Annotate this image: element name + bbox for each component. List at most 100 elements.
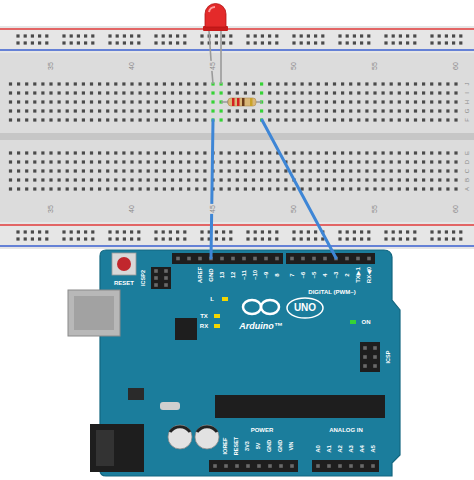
header-pins <box>154 257 377 468</box>
breadboard-hole <box>24 34 27 37</box>
breadboard-hole <box>309 151 312 154</box>
breadboard-hole <box>244 109 247 112</box>
breadboard-hole <box>58 160 61 163</box>
breadboard-hole <box>236 82 239 85</box>
breadboard-hole <box>169 34 172 37</box>
header-pin <box>231 257 235 261</box>
breadboard-hole <box>246 41 249 44</box>
breadboard-hole <box>246 34 249 37</box>
breadboard-hole <box>114 187 117 190</box>
breadboard-hole <box>222 237 225 240</box>
breadboard-hole <box>260 187 263 190</box>
breadboard-hole <box>367 230 370 233</box>
breadboard-hole <box>17 187 20 190</box>
breadboard-hole <box>307 237 310 240</box>
breadboard-hole <box>66 82 69 85</box>
power-jack-inner <box>96 430 114 466</box>
breadboard-hole <box>236 109 239 112</box>
logo-loop <box>261 300 279 314</box>
breadboard-hole <box>446 91 449 94</box>
breadboard-hole <box>309 91 312 94</box>
breadboard-hole <box>33 118 36 121</box>
breadboard-hole <box>382 169 385 172</box>
breadboard-hole <box>58 178 61 181</box>
breadboard-hole <box>45 34 48 37</box>
breadboard-hole <box>333 178 336 181</box>
breadboard-hole <box>254 237 257 240</box>
breadboard-hole <box>179 187 182 190</box>
breadboard-hole <box>176 41 179 44</box>
breadboard-hole <box>454 100 457 103</box>
breadboard-hole <box>200 237 203 240</box>
pin-label: 3V3 <box>245 440 251 452</box>
row-letter: C <box>464 168 470 174</box>
breadboard-hole <box>220 118 223 121</box>
breadboard-hole <box>147 82 150 85</box>
breadboard-hole <box>31 230 34 233</box>
breadboard-hole <box>90 151 93 154</box>
breadboard-hole <box>130 237 133 240</box>
breadboard-hole <box>62 237 65 240</box>
breadboard-hole <box>349 187 352 190</box>
breadboard-hole <box>446 82 449 85</box>
breadboard-hole <box>301 169 304 172</box>
breadboard-hole <box>398 109 401 112</box>
breadboard-hole <box>357 100 360 103</box>
breadboard-hole <box>301 178 304 181</box>
breadboard-hole <box>211 109 214 112</box>
breadboard-hole <box>406 118 409 121</box>
breadboard-hole <box>341 160 344 163</box>
breadboard-hole <box>373 151 376 154</box>
breadboard-hole <box>413 41 416 44</box>
breadboard-hole <box>341 82 344 85</box>
breadboard-hole <box>33 91 36 94</box>
breadboard-hole <box>9 151 12 154</box>
pin-label: 7 <box>289 272 295 277</box>
breadboard-hole <box>77 237 80 240</box>
breadboard-hole <box>228 109 231 112</box>
header-pin <box>363 346 367 350</box>
breadboard-hole <box>90 178 93 181</box>
breadboard-hole <box>24 237 27 240</box>
breadboard-hole <box>430 187 433 190</box>
breadboard-hole <box>276 91 279 94</box>
breadboard-hole <box>333 118 336 121</box>
breadboard-hole <box>373 109 376 112</box>
breadboard-hole <box>90 187 93 190</box>
breadboard-hole <box>187 187 190 190</box>
breadboard-hole <box>357 82 360 85</box>
breadboard-hole <box>74 109 77 112</box>
header-pin <box>154 269 158 273</box>
breadboard-hole <box>446 169 449 172</box>
breadboard-hole <box>82 178 85 181</box>
breadboard-hole <box>220 187 223 190</box>
breadboard-hole <box>314 230 317 233</box>
breadboard-hole <box>9 118 12 121</box>
breadboard-hole <box>179 91 182 94</box>
breadboard-hole <box>268 178 271 181</box>
breadboard-hole <box>84 34 87 37</box>
breadboard-hole <box>222 34 225 37</box>
breadboard-hole <box>58 187 61 190</box>
pin-header <box>312 460 379 472</box>
breadboard-hole <box>261 34 264 37</box>
breadboard-hole <box>360 34 363 37</box>
breadboard-hole <box>338 237 341 240</box>
breadboard-hole <box>139 178 142 181</box>
breadboard-hole <box>300 230 303 233</box>
header-pin <box>257 464 261 468</box>
header-pin <box>246 464 250 468</box>
breadboard-hole <box>187 109 190 112</box>
breadboard-hole <box>179 82 182 85</box>
crystal <box>160 402 180 410</box>
pin-header <box>286 253 375 264</box>
breadboard-hole <box>66 109 69 112</box>
pin-label: RESET <box>234 436 240 456</box>
breadboard-hole <box>179 169 182 172</box>
breadboard-hole <box>130 109 133 112</box>
breadboard-hole <box>244 151 247 154</box>
breadboard-hole <box>228 178 231 181</box>
breadboard-hole <box>215 41 218 44</box>
breadboard-hole <box>252 151 255 154</box>
breadboard-hole <box>228 91 231 94</box>
